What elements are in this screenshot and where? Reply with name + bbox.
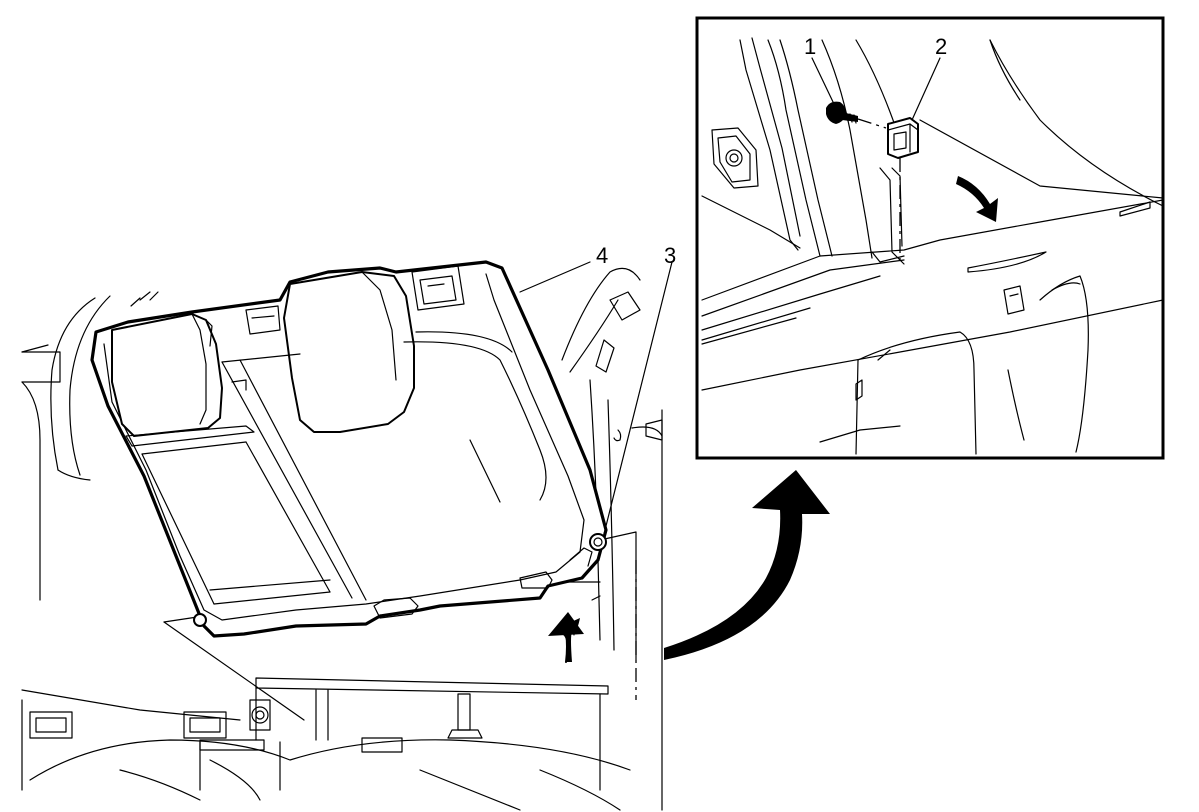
retainer-clip (887, 117, 919, 159)
detail-view-arrow (664, 470, 830, 660)
detail-inset (695, 16, 1165, 460)
callout-leaders-main (519, 261, 673, 535)
inset-background (701, 37, 1164, 455)
fold-down-arrow (956, 176, 998, 222)
callout-3-label: 3 (664, 243, 676, 268)
vehicle-interior-background (21, 267, 663, 811)
callout-2-label: 2 (935, 34, 947, 59)
rear-seatback-assembly (90, 260, 608, 638)
callout-1-label: 1 (804, 34, 816, 59)
lift-direction-arrow (548, 612, 584, 663)
bolt-fastener (826, 101, 858, 124)
callout-4-label: 4 (596, 243, 608, 268)
